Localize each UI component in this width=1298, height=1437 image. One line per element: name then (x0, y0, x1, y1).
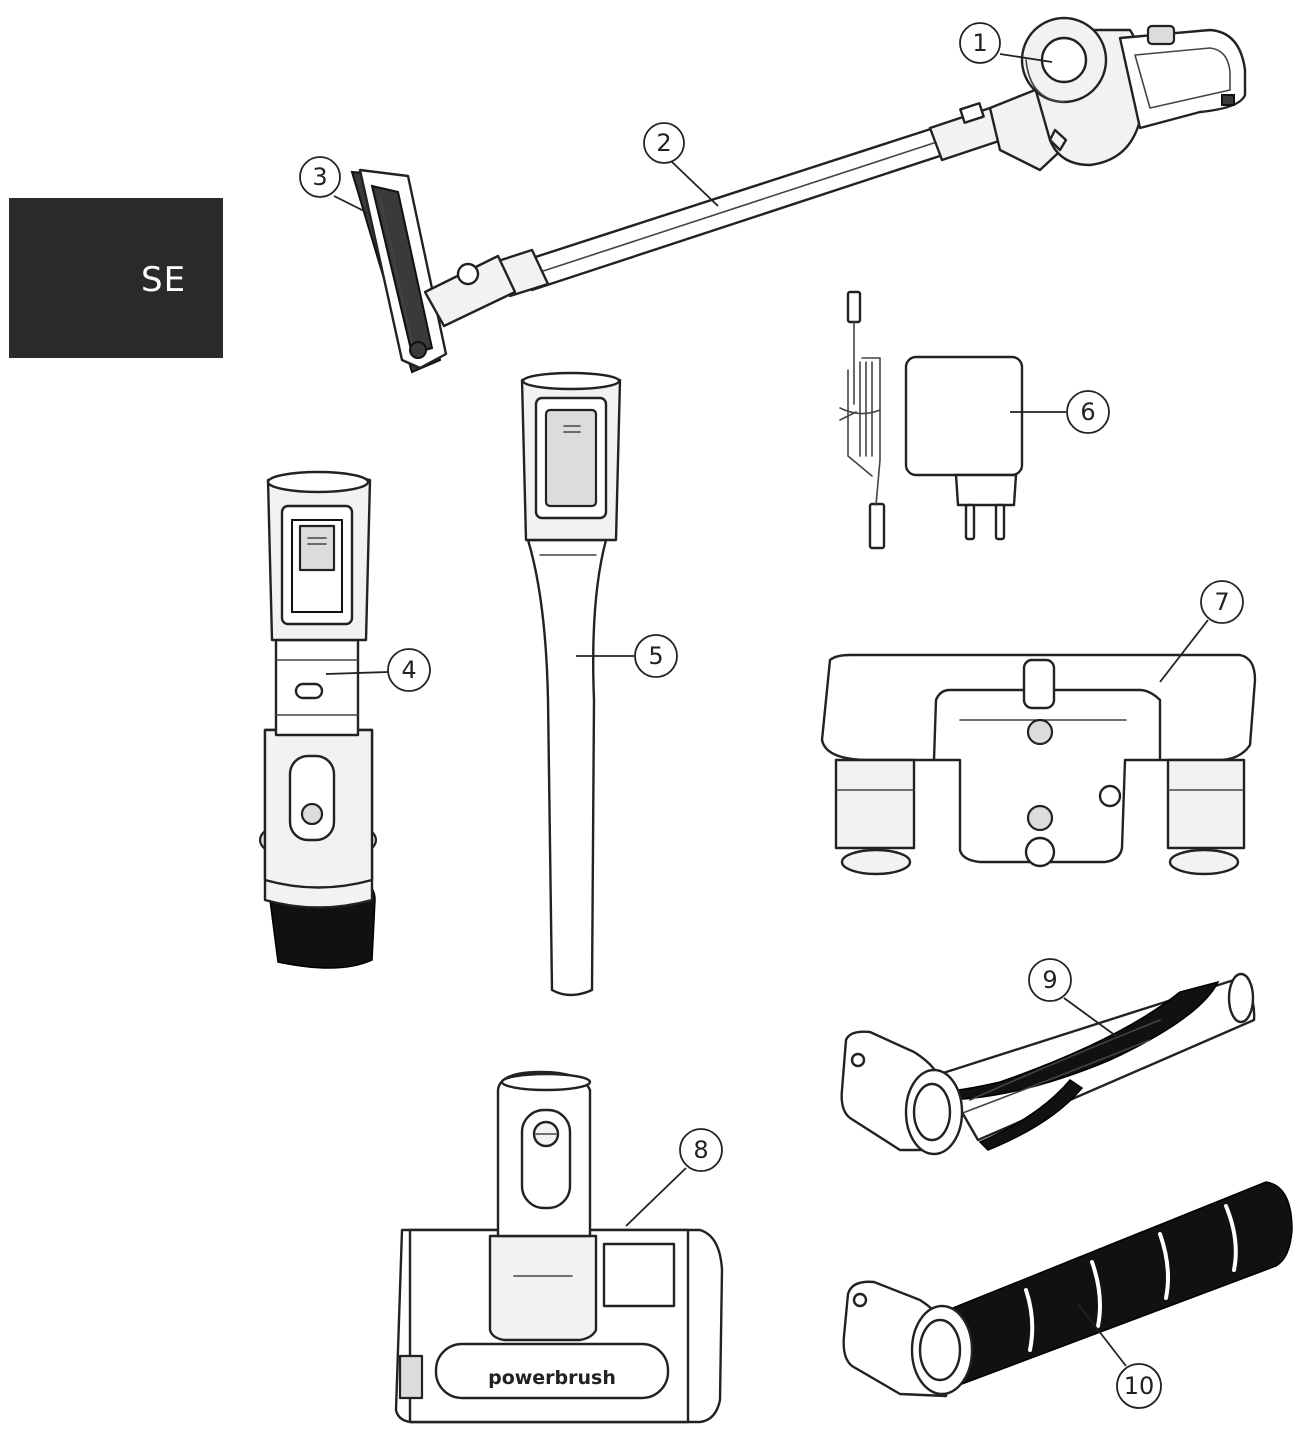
charger-drawing (839, 290, 1024, 550)
main-unit-drawing (988, 16, 1247, 172)
callout-5: 5 (576, 634, 678, 678)
language-badge-label: SE (141, 260, 187, 300)
callout-8-number: 8 (693, 1136, 708, 1164)
callout-1-number: 1 (972, 29, 987, 57)
callout-4: 4 (325, 648, 431, 692)
language-badge: SE (9, 198, 223, 358)
wall-mount-drawing (820, 653, 1257, 876)
bristle-brushroll-drawing (840, 972, 1256, 1156)
callout-5-number: 5 (648, 642, 663, 670)
callout-9: 9 (1028, 958, 1117, 1037)
mini-powerbrush-drawing: powerbrush (394, 1070, 724, 1424)
callout-6: 6 (1010, 390, 1110, 434)
soft-roller-drawing (842, 1181, 1293, 1398)
callout-7-number: 7 (1214, 588, 1229, 616)
extension-tube-drawing (493, 102, 1004, 298)
callout-8: 8 (625, 1128, 723, 1227)
assembled-vacuum-illustration (350, 16, 1247, 374)
callout-2: 2 (643, 122, 719, 207)
callout-9-number: 9 (1042, 966, 1057, 994)
callout-3: 3 (299, 156, 371, 215)
callout-10: 10 (1077, 1303, 1162, 1409)
callout-10-number: 10 (1124, 1372, 1155, 1400)
callout-4-number: 4 (401, 656, 416, 684)
callout-3-number: 3 (312, 163, 327, 191)
callout-7: 7 (1159, 580, 1244, 683)
callout-1: 1 (959, 22, 1053, 64)
powerbrush-label: powerbrush (488, 1367, 616, 1389)
dusting-brush-drawing (258, 470, 378, 969)
floor-nozzle-drawing (350, 168, 517, 374)
callout-2-number: 2 (656, 129, 671, 157)
callout-6-number: 6 (1080, 398, 1095, 426)
crevice-tool-drawing (520, 371, 622, 997)
